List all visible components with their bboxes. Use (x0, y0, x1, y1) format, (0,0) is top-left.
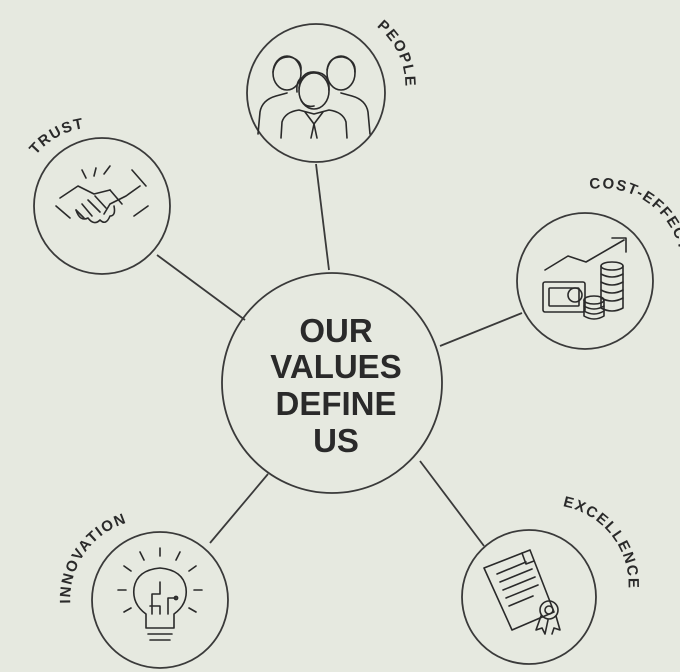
certificate-icon (483, 549, 561, 635)
value-node-people: PEOPLE (246, 17, 419, 163)
people-icon (257, 55, 371, 139)
connector-trust (156, 254, 246, 321)
label-people: PEOPLE (374, 17, 419, 88)
value-node-excellence: EXCELLENCE (461, 493, 642, 665)
label-excellence: EXCELLENCE (562, 493, 642, 589)
value-node-innovation: INNOVATION (57, 510, 229, 669)
handshake-icon (55, 165, 149, 224)
connector-excellence (419, 460, 485, 547)
center-line-1: OUR (299, 312, 373, 349)
center-line-4: US (313, 422, 359, 459)
value-node-cost-effective: COST-EFFECTIVE (516, 175, 680, 350)
connector-innovation (209, 473, 269, 544)
money-growth-icon (542, 237, 627, 320)
label-trust: TRUST (26, 115, 86, 158)
connector-people (315, 163, 330, 271)
center-line-3: DEFINE (275, 385, 396, 422)
center-line-2: VALUES (270, 348, 401, 385)
lightbulb-icon (117, 547, 203, 641)
value-node-trust: TRUST (26, 115, 171, 275)
center-node: OUR VALUES DEFINE US (221, 272, 443, 494)
label-cost-effective: COST-EFFECTIVE (589, 175, 680, 281)
connector-cost-effective (439, 312, 523, 347)
